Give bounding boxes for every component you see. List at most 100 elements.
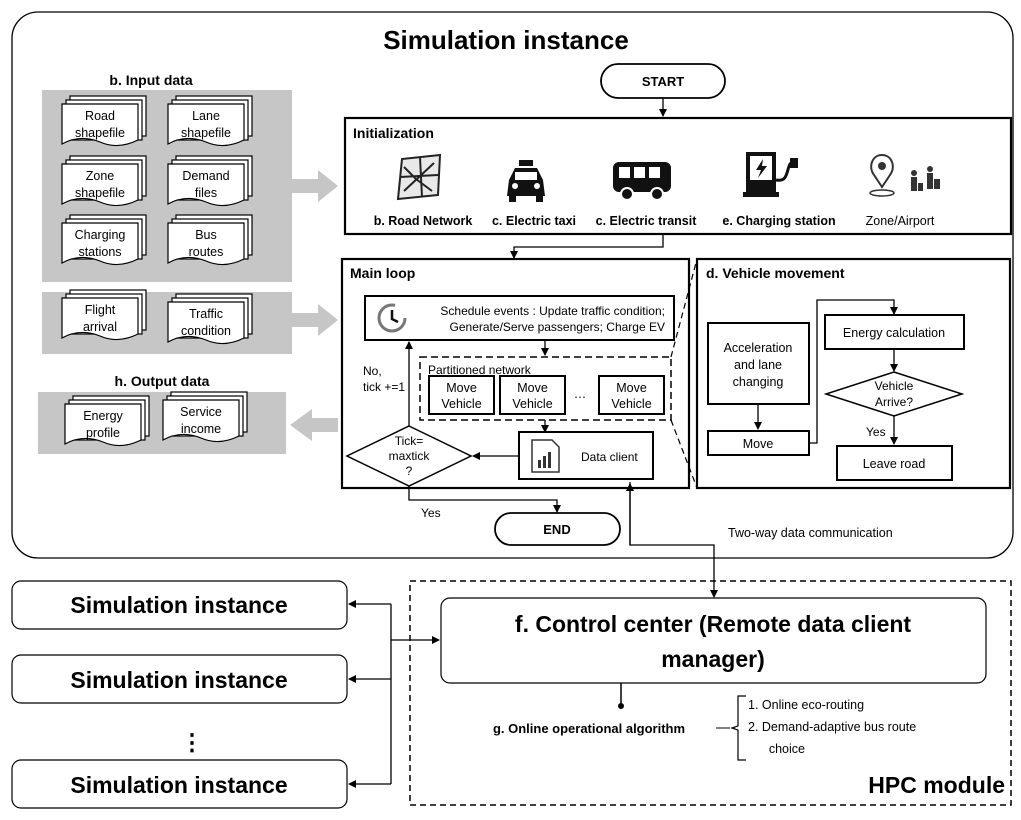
main-title: Simulation instance [383, 25, 629, 55]
sim-instance-box-2 [11, 654, 348, 704]
accel-line-2: and lane [734, 358, 782, 372]
data-client-label: Data client [581, 450, 638, 464]
input-doc-8-line-2: condition [181, 324, 231, 338]
end-node [494, 512, 621, 546]
data-client-icon [531, 439, 560, 473]
sim-instance-label-1: Simulation instance [70, 592, 287, 618]
algo-item-2: 2. Demand-adaptive bus route [748, 720, 916, 734]
input-doc-1: Road shapefile [61, 95, 147, 147]
input-doc-1-line-2: shapefile [75, 126, 125, 140]
hpc-module-box [409, 580, 1012, 806]
tick-line-2: maxtick [389, 449, 431, 463]
init-label-bus: c. Electric transit [596, 214, 698, 228]
bus-icon [613, 162, 671, 201]
arrive-yes-label: Yes [866, 425, 886, 439]
input-doc-7-line-1: Flight [85, 303, 116, 317]
output-arrow [290, 409, 338, 441]
sim-instance-label-2: Simulation instance [70, 667, 287, 693]
algo-item-1: 1. Online eco-routing [748, 698, 864, 712]
accel-line-3: changing [733, 375, 784, 389]
energy-label: Energy calculation [843, 326, 945, 340]
tick-line-3: ? [406, 464, 413, 478]
arrive-line-2: Arrive? [875, 395, 913, 409]
tick-line-1: Tick= [395, 434, 424, 448]
input-doc-5-line-2: stations [78, 245, 121, 259]
end-label: END [543, 522, 570, 537]
input-doc-6: Bus routes [167, 214, 253, 266]
control-center-line-1: f. Control center (Remote data client [515, 611, 912, 637]
sim-instance-label-3: Simulation instance [70, 772, 287, 798]
input-doc-4: Demand files [167, 155, 253, 207]
charging-station-icon [743, 152, 798, 197]
output-data-title: h. Output data [115, 373, 210, 389]
hpc-module-label: HPC module [868, 772, 1005, 798]
input-doc-4-line-2: files [195, 186, 217, 200]
input-doc-7: Flight arrival [61, 289, 147, 341]
control-center-box [440, 597, 987, 684]
input-doc-3-line-1: Zone [86, 169, 115, 183]
output-doc-2-line-2: income [181, 422, 221, 436]
input-doc-4-line-1: Demand [182, 169, 229, 183]
move-vehicle-label: Vehicle [512, 397, 552, 411]
leave-road-box [836, 445, 953, 481]
accel-line-1: Acceleration [724, 341, 793, 355]
output-doc-1-line-2: profile [86, 426, 120, 440]
schedule-line-1: Schedule events : Update traffic conditi… [440, 304, 665, 318]
initialization-title: Initialization [353, 125, 434, 141]
energy-calculation-box [824, 314, 965, 350]
zone-airport-icon [869, 153, 940, 197]
accel-box [707, 322, 810, 405]
input-doc-8-line-1: Traffic [189, 307, 223, 321]
input-doc-6-line-1: Bus [195, 228, 217, 242]
move-vehicle-label: Move [517, 381, 548, 395]
input-doc-2-line-1: Lane [192, 109, 220, 123]
no-label-2: tick +=1 [363, 380, 405, 394]
schedule-line-2: Generate/Serve passengers; Charge EV [450, 320, 665, 334]
init-label-road-network: b. Road Network [374, 214, 473, 228]
input-doc-5: Charging stations [61, 214, 147, 266]
output-doc-1: Energy profile [64, 395, 150, 447]
move-vehicle-label: Vehicle [611, 397, 651, 411]
init-labels: b. Road Network c. Electric taxi c. Electr… [374, 214, 935, 228]
input-doc-6-line-2: routes [189, 245, 224, 259]
algorithm-label: g. Online operational algorithm [493, 721, 685, 736]
initialization-box [343, 116, 1013, 236]
input-doc-1-line-1: Road [85, 109, 115, 123]
move-vehicle-label: Move [446, 381, 477, 395]
move-vehicle-label: Vehicle [441, 397, 481, 411]
control-center-line-2: manager) [661, 646, 765, 672]
input-doc-7-line-2: arrival [83, 320, 117, 334]
init-label-taxi: c. Electric taxi [492, 214, 576, 228]
arrive-line-1: Vehicle [875, 379, 914, 393]
main-loop-title: Main loop [350, 265, 415, 281]
input-doc-2-line-2: shapefile [181, 126, 231, 140]
leave-road-label: Leave road [863, 457, 926, 471]
algo-item-2-cont: choice [748, 742, 805, 756]
sim-instance-box-1 [11, 580, 348, 630]
init-label-zone-airport: Zone/Airport [866, 214, 935, 228]
instances-vdots: ⋮ [181, 729, 204, 755]
input-doc-5-line-1: Charging [75, 228, 126, 242]
input-doc-8: Traffic condition [167, 293, 253, 345]
input-arrow-1 [292, 170, 338, 202]
input-data-title: b. Input data [109, 72, 192, 88]
no-label-1: No, [363, 364, 382, 378]
vehicle-movement-title: d. Vehicle movement [706, 265, 845, 281]
output-doc-2-line-1: Service [180, 405, 222, 419]
two-way-label: Two-way data communication [728, 526, 893, 540]
taxi-icon [507, 160, 545, 202]
start-label: START [642, 74, 684, 89]
partitioned-network-label: Partitioned network [428, 363, 532, 377]
move-vehicle-label: Move [616, 381, 647, 395]
output-doc-1-line-1: Energy [83, 409, 123, 423]
input-doc-2: Lane shapefile [167, 95, 253, 147]
road-network-icon [396, 153, 442, 201]
clock-icon [377, 303, 407, 333]
